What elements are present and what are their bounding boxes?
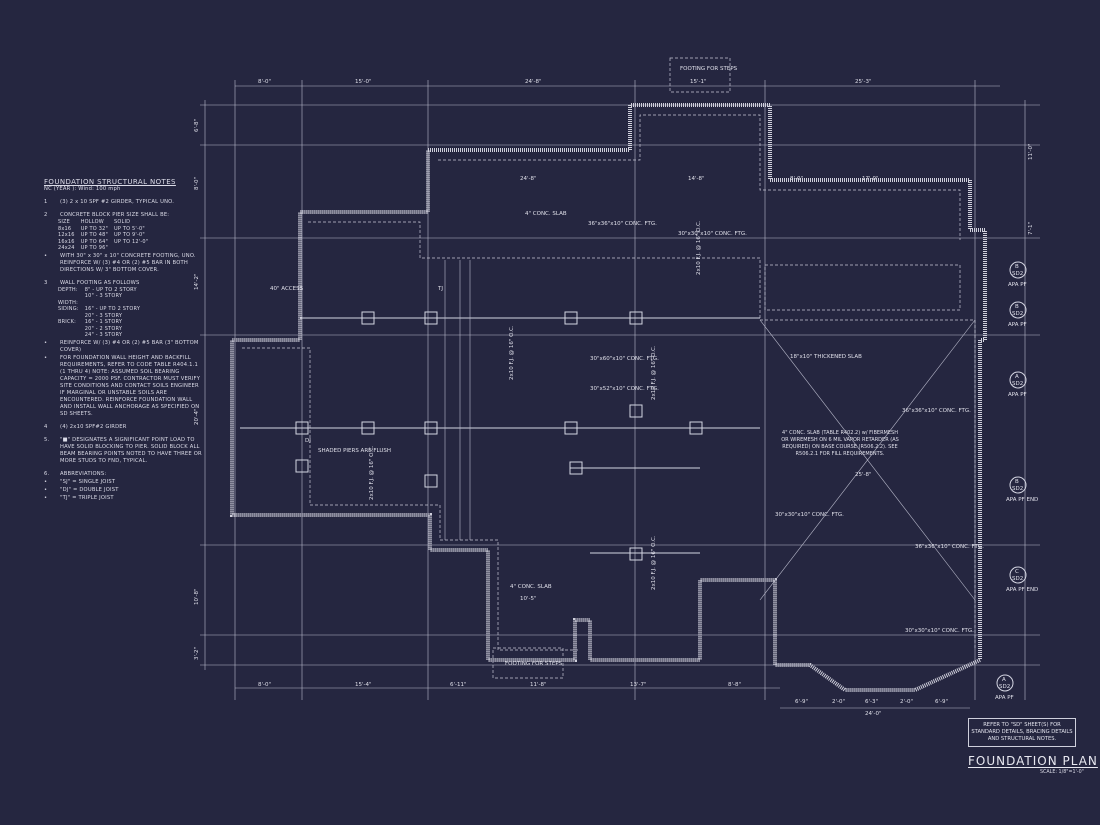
bottom-dim-1: 8'-0" <box>258 682 271 688</box>
svg-text:APA PF END: APA PF END <box>1006 497 1038 503</box>
abbrev-tj: •"TJ" = TRIPLE JOIST <box>44 494 114 501</box>
drawing-scale: SCALE: 1/8"=1'-0" <box>1040 770 1084 775</box>
note-4: 4(4) 2x10 SPF#2 GIRDER <box>44 423 127 430</box>
wall-footing-table: DEPTH:8" - UP TO 2 STORY 10" - 3 STORY W… <box>58 286 141 339</box>
note-3-wall-height: •FOR FOUNDATION WALL HEIGHT AND BACKFILL… <box>44 354 201 417</box>
bottom-dim-3: 6'-11" <box>450 682 467 688</box>
bay-dim-5: 6'-9" <box>935 699 948 705</box>
footing-label-2: 36"x36"x10" CONC. FTG. <box>588 221 657 227</box>
svg-text:SD2: SD2 <box>999 684 1010 690</box>
foundation-walls <box>230 57 987 692</box>
garage-slab-note: 4" CONC. SLAB (TABLE R402.2) w/ FIBERMES… <box>781 430 899 457</box>
slab-dim-bottom: 10'-5" <box>520 596 537 602</box>
top-dim-1: 8'-0" <box>258 79 271 85</box>
inner-dim-3: 8'-0" <box>790 176 803 182</box>
note-1: 1(3) 2 x 10 SPF #2 GIRDER, TYPICAL UNO. <box>44 199 175 205</box>
inner-dim-5: 25'-8" <box>855 472 872 478</box>
svg-text:B: B <box>1015 304 1019 310</box>
bottom-dim-2: 15'-4" <box>355 682 372 688</box>
joist-label-4: 2x10 F.J. @ 16" O.C. <box>651 535 657 590</box>
top-dim-5: 25'-3" <box>855 79 872 85</box>
footing-label-8: 30"x30"x10" CONC. FTG. <box>905 628 974 634</box>
footing-steps-top: FOOTING FOR STEPS <box>680 66 738 72</box>
girders <box>240 260 976 601</box>
reference-note: REFER TO "SD" SHEET(S) FOR STANDARD DETA… <box>968 718 1076 747</box>
bottom-dim-5: 13'-7" <box>630 682 647 688</box>
right-dim-1: 11'-0" <box>1028 143 1034 160</box>
joist-label-5: 2x10 F.J. @ 16" O.C. <box>696 220 702 275</box>
footing-label-4: 30"x52"x10" CONC. FTG. <box>590 386 659 392</box>
inner-dim-2: 14'-8" <box>688 176 705 182</box>
note-5: 5."■" DESIGNATES A SIGNIFICANT POINT LOA… <box>44 436 202 464</box>
shaded-piers-label: SHADED PIERS ARE FLUSH <box>318 448 391 454</box>
slab-label-bottom: 4" CONC. SLAB <box>510 584 552 590</box>
svg-text:SD2: SD2 <box>1012 271 1023 277</box>
left-dim-1: 6'-8" <box>194 119 200 132</box>
left-dim-4: 20'-4" <box>194 408 200 425</box>
inner-dim-1: 24'-8" <box>520 176 537 182</box>
svg-text:SD2: SD2 <box>1012 486 1023 492</box>
bay-dim-1: 6'-9" <box>795 699 808 705</box>
inner-dim-4: 17'-0" <box>862 176 879 182</box>
svg-text:APA PF END: APA PF END <box>1006 587 1038 593</box>
footing-label-6: 36"x36"x10" CONC. FTG. <box>902 408 971 414</box>
joist-label-3: 2x10 F.J. @ 16" O.C. <box>651 345 657 400</box>
footing-label-5: 30"x30"x10" CONC. FTG. <box>775 512 844 518</box>
bottom-dim-4: 11'-8" <box>530 682 547 688</box>
notes-title: FOUNDATION STRUCTURAL NOTES <box>44 178 176 186</box>
abbrev-sj: •"SJ" = SINGLE JOIST <box>44 478 116 485</box>
svg-text:APA PF: APA PF <box>1008 392 1027 398</box>
top-dim-2: 15'-0" <box>355 79 372 85</box>
svg-text:SD2: SD2 <box>1012 576 1023 582</box>
footing-label-3: 30"x60"x10" CONC. FTG. <box>590 356 659 362</box>
left-dim-5: 10'-8" <box>194 588 200 605</box>
bay-dim-total: 24'-0" <box>865 711 882 717</box>
svg-text:APA PF: APA PF <box>1008 322 1027 328</box>
note-6: 6.ABBREVIATIONS: <box>44 470 107 477</box>
svg-text:B: B <box>1015 264 1019 270</box>
joist-label-1: 2x10 F.J. @ 16" O.C. <box>509 325 515 380</box>
note-2-footing: •WITH 30" x 30" x 10" CONCRETE FOOTING, … <box>44 252 196 273</box>
bottom-dim-6: 8'-8" <box>728 682 741 688</box>
bay-dim-3: 6'-3" <box>865 699 878 705</box>
slab-label-top: 4" CONC. SLAB <box>525 211 567 217</box>
piers <box>295 311 703 561</box>
svg-text:APA PF: APA PF <box>1008 282 1027 288</box>
dj-label: DJ <box>305 438 311 444</box>
footing-label-1: 30"x30"x10" CONC. FTG. <box>678 231 747 237</box>
right-dim-2: 7'-1" <box>1028 222 1034 235</box>
svg-text:SD2: SD2 <box>1012 381 1023 387</box>
footing-label-7: 36"x36"x10" CONC. FTG. <box>915 544 984 550</box>
dimension-lines <box>200 80 1040 709</box>
note-3-reinforce: •REINFORCE W/ (3) #4 OR (2) #5 BAR (3" B… <box>44 339 199 353</box>
tj-label: TJ <box>437 286 443 292</box>
foundation-structural-notes: FOUNDATION STRUCTURAL NOTES NC (YEAR ): … <box>44 179 204 502</box>
footing-steps-bottom: FOOTING FOR STEPS <box>505 661 563 667</box>
left-dim-6: 3'-2" <box>194 647 200 660</box>
svg-text:C: C <box>1015 569 1019 575</box>
bay-dim-2: 2'-0" <box>832 699 845 705</box>
svg-text:A: A <box>1002 677 1006 683</box>
thickened-slab-label: 18"x10" THICKENED SLAB <box>790 354 862 360</box>
bay-dim-4: 2'-0" <box>900 699 913 705</box>
top-dim-3: 24'-8" <box>525 79 542 85</box>
joist-label-2: 2x10 F.J. @ 16" O.C. <box>369 445 375 500</box>
left-dim-2: 8'-0" <box>194 177 200 190</box>
access-label: 40" ACCESS <box>270 286 304 292</box>
notes-subtitle: NC (YEAR ): Wind: 100 mph <box>44 186 121 192</box>
svg-text:SD2: SD2 <box>1012 311 1023 317</box>
abbrev-dj: •"DJ" = DOUBLE JOIST <box>44 486 119 493</box>
left-dim-3: 14'-2" <box>194 273 200 290</box>
drawing-title: FOUNDATION PLAN <box>968 754 1098 768</box>
svg-text:APA PF: APA PF <box>995 695 1014 701</box>
top-dim-4: 15'-1" <box>690 79 707 85</box>
svg-text:B: B <box>1015 479 1019 485</box>
svg-text:A: A <box>1015 374 1019 380</box>
